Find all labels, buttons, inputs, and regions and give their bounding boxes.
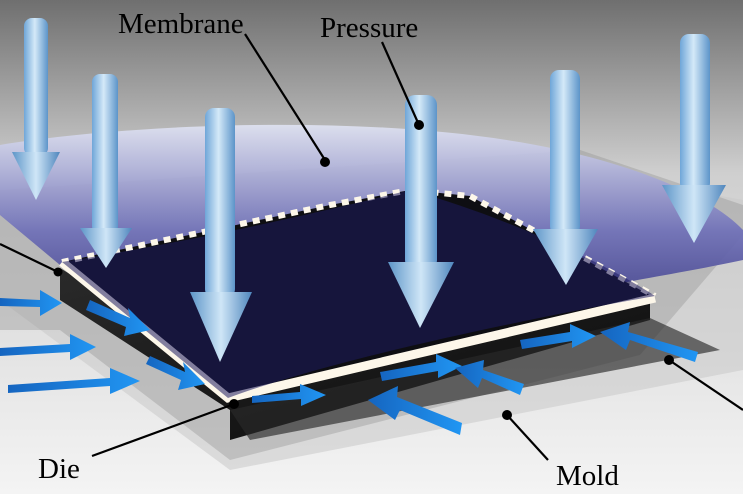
right-arrow-icon xyxy=(380,354,462,381)
label-membrane: Membrane xyxy=(118,8,244,40)
pressure-dot xyxy=(414,120,424,130)
leader-lines xyxy=(0,33,743,461)
die-leader xyxy=(91,402,235,458)
right-dot xyxy=(664,355,674,365)
right-arrow-icon xyxy=(146,356,205,390)
membrane-edge-dot xyxy=(53,267,63,277)
die-dot xyxy=(229,399,239,409)
mold-dot xyxy=(502,410,512,420)
label-die: Die xyxy=(38,453,80,485)
right-arrow-icon xyxy=(86,300,150,336)
right-leader xyxy=(668,359,743,411)
label-mold: Mold xyxy=(556,460,619,492)
label-pressure: Pressure xyxy=(320,12,418,44)
left-arrow-icon xyxy=(455,360,524,395)
down-arrow-icon xyxy=(388,95,454,328)
right-arrow-icon xyxy=(0,334,96,360)
pressure-arrows xyxy=(12,18,726,362)
right-arrow-icon xyxy=(8,368,140,394)
down-arrow-icon xyxy=(662,34,726,243)
mold-leader xyxy=(506,414,549,461)
lateral-arrows xyxy=(0,290,698,435)
down-arrow-icon xyxy=(12,18,60,200)
down-arrow-icon xyxy=(190,108,252,362)
membrane-edge-leader xyxy=(0,243,59,273)
right-arrow-icon xyxy=(252,384,326,406)
right-arrow-icon xyxy=(520,324,596,349)
membrane-dot xyxy=(320,157,330,167)
pressure-leader xyxy=(380,41,421,126)
right-arrow-icon xyxy=(0,290,62,316)
left-arrow-icon xyxy=(600,322,698,362)
down-arrow-icon xyxy=(80,74,132,268)
down-arrow-icon xyxy=(533,70,598,285)
left-arrow-icon xyxy=(368,386,462,435)
membrane-leader xyxy=(244,33,326,161)
